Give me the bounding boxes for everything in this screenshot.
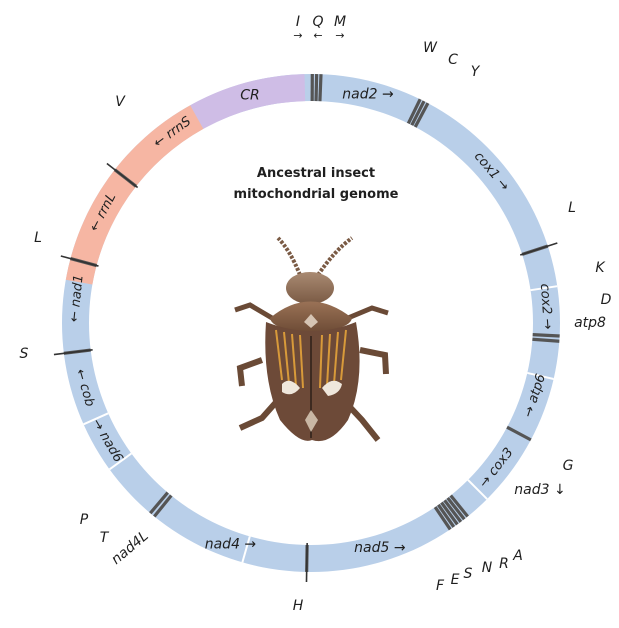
trna-arrow-q: ← — [313, 29, 322, 42]
trna-label-a: A — [512, 548, 523, 564]
trna-label-v: V — [115, 94, 126, 110]
trna-label-s2: S — [20, 346, 29, 362]
trna-label-d: D — [601, 292, 612, 308]
trna-d-mark — [532, 339, 559, 341]
trna-label-t: T — [100, 530, 110, 546]
trna-k-mark — [533, 335, 560, 336]
trna-arrow-m: → — [335, 29, 344, 42]
trna-h-tick — [306, 543, 307, 582]
trna-arrow-i: → — [293, 29, 302, 42]
trna-m-mark — [320, 74, 321, 101]
trna-label-s1: S — [464, 566, 473, 582]
gene-label-atp8: atp8 — [574, 315, 606, 331]
trna-label-k: K — [595, 260, 606, 276]
trna-label-l2: L — [34, 230, 42, 246]
gene-label-cr: CR — [240, 88, 260, 104]
trna-label-w: W — [423, 40, 438, 56]
trna-label-r: R — [499, 556, 509, 572]
beetle-illustration-icon — [235, 238, 388, 441]
trna-label-y: Y — [471, 64, 481, 80]
title-line-2: mitochondrial genome — [234, 187, 399, 202]
gene-label-cox2: cox2 → — [537, 283, 555, 330]
trna-label-h: H — [293, 598, 304, 614]
trna-q-mark — [316, 74, 317, 101]
trna-label-n: N — [482, 560, 493, 576]
gene-label-nad5: nad5 → — [354, 540, 406, 556]
gene-label-nad4: nad4 → — [205, 536, 257, 552]
trna-label-l1: L — [568, 200, 576, 216]
trna-label-c: C — [448, 52, 458, 68]
gene-label-nad3: nad3 ↓ — [514, 482, 565, 498]
trna-label-e: E — [451, 572, 460, 588]
gene-label-nad4L: nad4L — [108, 528, 151, 568]
trna-label-i: I — [296, 14, 300, 30]
trna-label-m: M — [334, 14, 346, 30]
gene-label-nad2: nad2 → — [342, 86, 394, 102]
title-line-1: Ancestral insect — [257, 166, 375, 181]
trna-label-g: G — [563, 458, 574, 474]
trna-label-f: F — [436, 578, 445, 594]
trna-label-q: Q — [312, 14, 323, 30]
trna-label-p: P — [80, 512, 89, 528]
